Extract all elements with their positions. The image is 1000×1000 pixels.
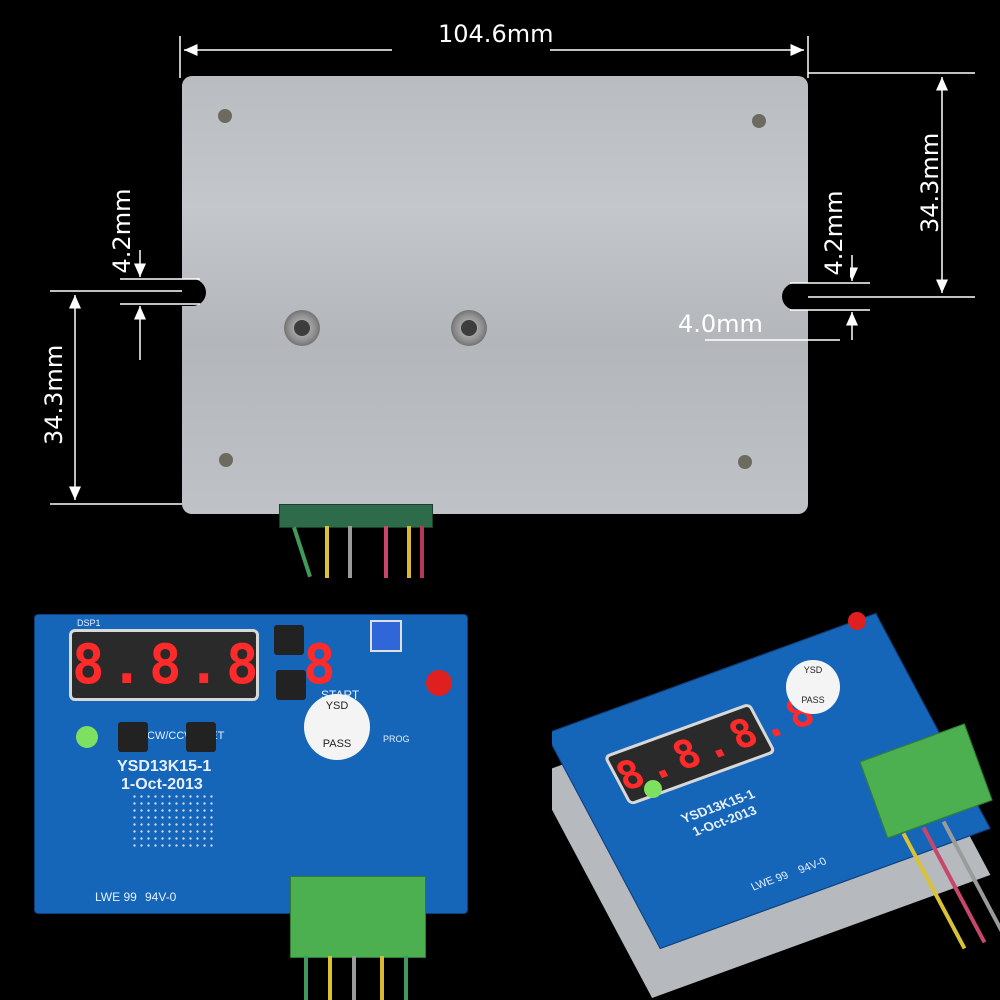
silk-dsp: DSP1 bbox=[77, 618, 101, 628]
wire-pink bbox=[384, 526, 388, 578]
silk-prog: PROG bbox=[383, 734, 410, 744]
wire-gray bbox=[348, 526, 352, 578]
dim-slot-left-label: 4.2mm bbox=[108, 188, 136, 274]
mount-hole bbox=[219, 453, 233, 467]
button-cw bbox=[118, 722, 148, 752]
sticker-bottom: PASS bbox=[801, 695, 825, 705]
label-backdrop bbox=[946, 112, 980, 254]
button-start bbox=[276, 670, 306, 700]
silk-cw: CW/CCW bbox=[147, 730, 195, 742]
wire-yellow bbox=[328, 956, 332, 1000]
dim-width-label: 104.6mm bbox=[438, 20, 554, 48]
dimension-lines bbox=[50, 36, 975, 505]
silk-mark-b: 94V-0 bbox=[145, 890, 177, 904]
seven-segment-display: 8.8.8.8 bbox=[69, 629, 336, 701]
green-led bbox=[76, 726, 98, 748]
terminal-block bbox=[290, 876, 426, 958]
mount-hole bbox=[218, 109, 232, 123]
button-top bbox=[274, 625, 304, 655]
label-backdrop bbox=[820, 186, 850, 276]
red-led bbox=[426, 670, 452, 696]
dim-slot-right-label: 4.2mm bbox=[820, 190, 848, 276]
screw-icon bbox=[451, 310, 487, 346]
pass-sticker: YSD PASS bbox=[786, 660, 840, 714]
label-backdrop bbox=[146, 184, 176, 276]
slot-left bbox=[160, 279, 206, 306]
proto-area bbox=[131, 793, 217, 849]
wire-yellow bbox=[407, 526, 411, 578]
red-led bbox=[848, 612, 866, 630]
silk-mark-a: LWE 99 bbox=[95, 890, 137, 904]
pcb-front: DSP1 8.8.8.8 START CW/CCW SET PROG YSD13… bbox=[34, 614, 468, 914]
screw-icon bbox=[284, 310, 320, 346]
wire-yellow bbox=[325, 526, 329, 578]
mount-hole bbox=[738, 455, 752, 469]
sticker-top: YSD bbox=[325, 700, 349, 712]
label-backdrop bbox=[392, 30, 550, 64]
dim-height-left-label: 34.3mm bbox=[40, 344, 68, 445]
silk-model: YSD13K15-1 bbox=[117, 758, 212, 775]
silk-mark-a: LWE 99 bbox=[749, 869, 791, 894]
green-led bbox=[644, 780, 662, 798]
wire-yellow bbox=[380, 956, 384, 1000]
silk-mark-b: 94V-0 bbox=[796, 855, 829, 877]
redaction-bar bbox=[343, 0, 636, 14]
sticker-bottom: PASS bbox=[322, 738, 352, 750]
wire-green bbox=[404, 956, 408, 1000]
wire-gray bbox=[352, 956, 356, 1000]
silk-date: 1-Oct-2013 bbox=[121, 776, 203, 793]
button-set bbox=[186, 722, 216, 752]
pass-sticker: YSD PASS bbox=[304, 694, 370, 760]
wire-green bbox=[304, 956, 308, 1000]
label-backdrop bbox=[36, 322, 72, 468]
dim-height-right-label: 34.3mm bbox=[916, 132, 944, 233]
dim-slot-depth-label: 4.0mm bbox=[678, 310, 763, 338]
potentiometer bbox=[370, 620, 402, 652]
sticker-top: YSD bbox=[803, 665, 823, 675]
angled-view: 8.8.8.8 YSD13K15-1 1-Oct-2013 LWE 99 94V… bbox=[552, 590, 1000, 1000]
wire-red bbox=[420, 526, 424, 578]
aluminium-plate bbox=[182, 76, 808, 514]
mount-hole bbox=[752, 114, 766, 128]
plate-connector bbox=[279, 504, 433, 528]
